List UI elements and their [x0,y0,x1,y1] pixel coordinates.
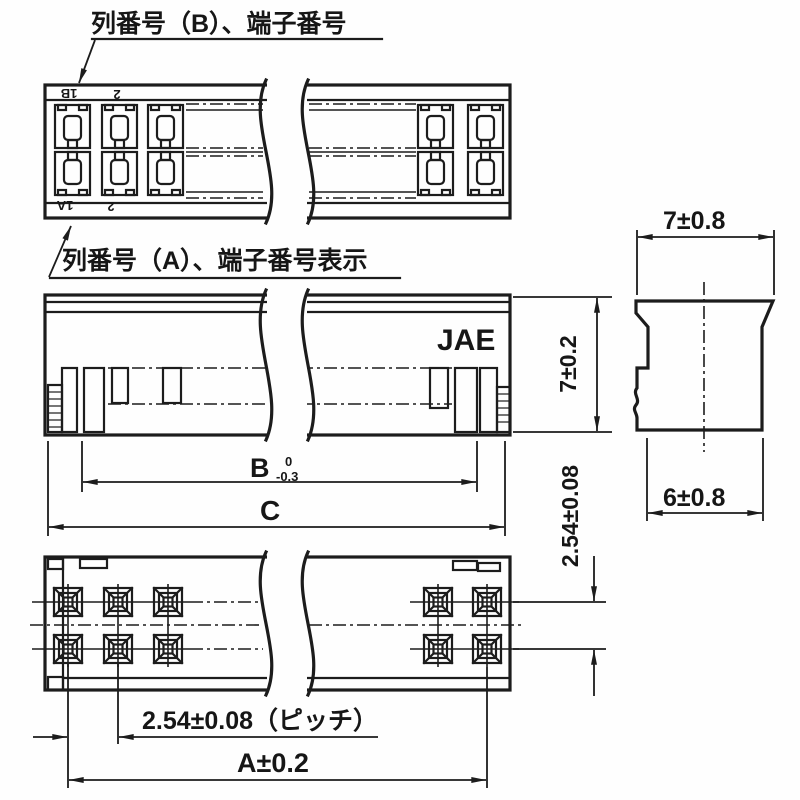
bottom-view [30,549,521,698]
front-view-right-slots [428,366,512,434]
dimension-side-bottom-width-text: 6±0.8 [663,484,725,512]
terminal-label-2b: 2 [113,87,120,102]
dimension-terminal-span-text: A±0.2 [237,748,309,778]
callout-row-a-text: 列番号（A）、端子番号表示 [62,246,368,275]
terminal-label-2a: 2 [107,199,114,214]
dimension-overall-length-c: C [47,441,506,536]
dimension-b-text: B [250,453,270,483]
break-line [300,287,316,443]
terminal-label-1a: 1A [56,198,73,213]
dimension-side-bottom-width: 6±0.8 [646,438,764,521]
break-line [258,549,274,698]
break-line [300,77,316,226]
dimension-housing-height: 7±0.2 [513,296,612,433]
dimension-terminal-pitch-text: 2.54±0.08（ピッチ） [142,706,378,735]
dimension-row-pitch-text: 2.54±0.08 [557,465,583,567]
side-view [632,282,776,452]
dimension-c-text: C [260,495,280,526]
break-line [258,287,274,443]
dimension-side-top-width: 7±0.8 [636,207,775,295]
callout-row-b-text: 列番号（B）、端子番号 [91,9,347,38]
dimension-row-pitch: 2.54±0.08 [513,465,606,696]
front-view-left-slots [46,366,183,434]
bottom-view-notches [46,557,502,692]
terminal-label-1b: 1B [61,86,78,101]
dimension-terminal-pitch: 2.54±0.08（ピッチ） [33,664,488,788]
dimension-contact-span-b: B 0 -0.3 [81,441,478,492]
top-view: 1B 2 1A 2 [43,77,512,226]
dimension-b-tol-upper: 0 [285,454,292,469]
dimension-side-top-width-text: 7±0.8 [663,207,725,235]
brand-logo: JAE [437,324,495,357]
callout-row-b: 列番号（B）、端子番号 [78,9,384,84]
leader-arrow [78,39,96,84]
dimension-housing-height-text: 7±0.2 [555,335,581,392]
leader-arrow [48,225,72,278]
dimension-terminal-span-a: A±0.2 [68,748,487,783]
dimension-b-tol-lower: -0.3 [276,469,298,484]
break-line [258,77,274,226]
callout-row-a: 列番号（A）、端子番号表示 [48,225,402,280]
top-view-centerlines [186,103,416,199]
front-view: JAE [43,287,512,443]
break-line [300,549,316,698]
